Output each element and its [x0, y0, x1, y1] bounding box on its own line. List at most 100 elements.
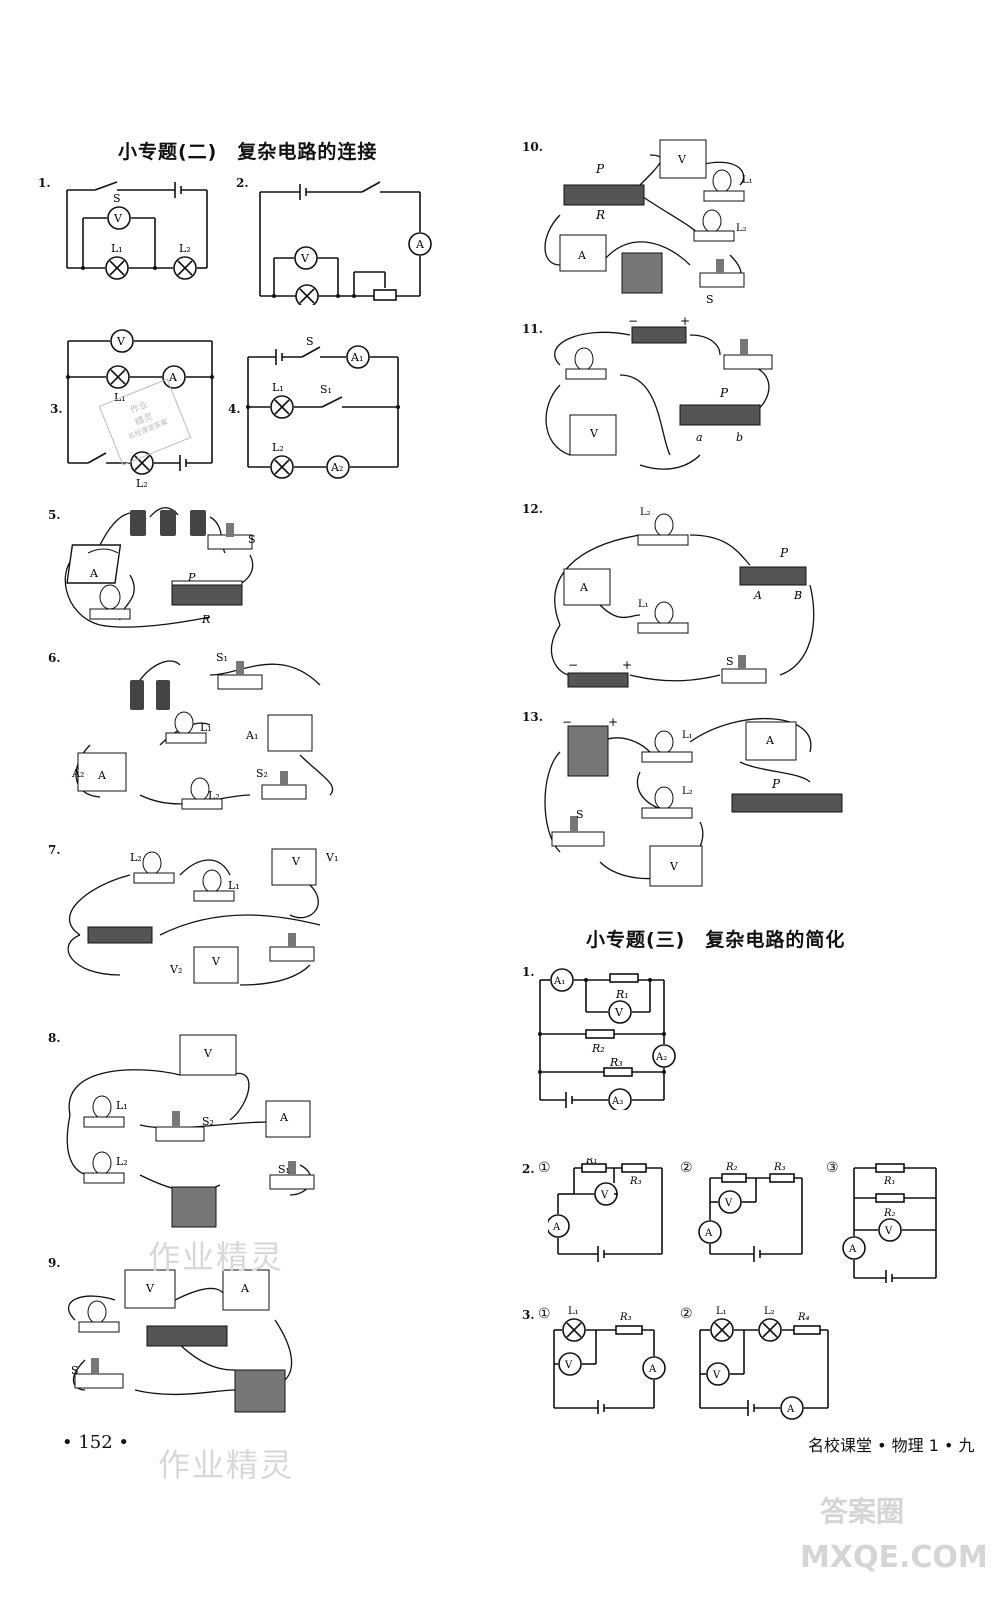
- switch-s-label: S: [306, 335, 314, 348]
- circuit-diagram-3: V A L₁ L₂: [66, 329, 214, 490]
- slider-p-label: P: [771, 777, 781, 791]
- switch-s-label: S: [113, 192, 121, 205]
- voltmeter-label: V: [203, 1047, 213, 1060]
- switch-s2-label: S₂: [202, 1115, 214, 1128]
- circuit-diagram-s3-1: A₁ R₁ V R₂ A₂ R₃ A₃: [538, 968, 676, 1110]
- problem-9-number: 9.: [48, 1256, 61, 1270]
- circuit-diagram-s3-3a: L₁ R₃ V A: [553, 1306, 666, 1414]
- lamp-l2-label: L₂: [640, 507, 651, 518]
- lamp-l1-label: L₁: [638, 599, 649, 610]
- lamp-l2-label: L₂: [130, 851, 142, 864]
- voltmeter-label: V: [600, 1190, 609, 1201]
- problem-13-number: 13.: [522, 710, 543, 724]
- voltmeter-label: V: [113, 212, 123, 225]
- voltmeter-v1-face: V: [291, 855, 301, 868]
- switch-s-label: S: [248, 533, 256, 546]
- ammeter-label: A: [415, 238, 425, 251]
- problem-4-number: 4.: [228, 402, 241, 416]
- switch-s1-label: S₁: [320, 383, 332, 396]
- resistor-r4-label: R₄: [797, 1312, 810, 1323]
- ammeter-label: A: [704, 1228, 713, 1239]
- voltmeter-label: V: [564, 1360, 573, 1371]
- s3-problem-3-number: 3.: [522, 1308, 535, 1322]
- switch-s2-label: S₂: [256, 767, 268, 780]
- voltmeter-label: V: [724, 1198, 733, 1209]
- resistor-r2-label: R₂: [883, 1208, 896, 1219]
- problem-1-number: 1.: [38, 176, 51, 190]
- circuit-diagram-s3-3b: L₁ L₂ R₄ V A: [699, 1306, 829, 1420]
- ammeter-a1-label: A₁: [350, 351, 363, 364]
- problem-8-number: 8.: [48, 1031, 61, 1045]
- voltmeter-label: V: [669, 860, 679, 873]
- voltmeter-label: V: [884, 1226, 893, 1237]
- physical-circuit-12: L₂ L₁ A P A B − + S: [550, 507, 815, 688]
- terminal-a-label: A: [753, 589, 762, 602]
- slider-p-label: P: [719, 386, 729, 400]
- page-number: • 152 •: [62, 1432, 130, 1453]
- problem-5-number: 5.: [48, 508, 61, 522]
- switch-s-label: S: [576, 808, 584, 821]
- resistor-r1-label: R₁: [585, 1158, 598, 1166]
- section-2-title: 小专题(二) 复杂电路的连接: [118, 141, 378, 163]
- lamp-l1-label: L₁: [228, 879, 240, 892]
- resistor-r2-label: R₂: [725, 1162, 738, 1173]
- voltmeter-v2-label: V₂: [169, 963, 182, 976]
- switch-s1-label: S₁: [216, 651, 228, 664]
- voltmeter-label: V: [145, 1282, 155, 1295]
- book-footer: 名校课堂 • 物理 1 • 九: [808, 1436, 975, 1455]
- resistor-r1-label: R₁: [883, 1176, 896, 1187]
- ammeter-a1-label: A₁: [245, 729, 258, 742]
- s3-problem-2-number: 2.: [522, 1162, 535, 1176]
- problem-2-number: 2.: [236, 176, 249, 190]
- lamp-l2-label: L₂: [208, 789, 220, 802]
- lamp-l1-label: L₁: [682, 730, 693, 741]
- battery-plus-label: +: [608, 715, 618, 729]
- rheostat-r-label: R: [595, 208, 605, 222]
- circuit-diagram-s3-2a: R₁ R₃ V A: [548, 1158, 663, 1262]
- voltmeter-label: V: [116, 335, 126, 348]
- circuit-diagram-4: S A₁ L₁ S₁ L₂ A₂: [246, 335, 400, 479]
- ammeter-label: A: [240, 1282, 250, 1295]
- switch-s1-label: S₁: [278, 1163, 290, 1176]
- problem-6-number: 6.: [48, 651, 61, 665]
- voltmeter-label: V: [614, 1006, 624, 1019]
- lamp-l2-label: L₂: [136, 477, 148, 490]
- slider-p-label: P: [595, 162, 605, 176]
- voltmeter-label: V: [300, 252, 310, 265]
- terminal-b-label: b: [736, 431, 743, 444]
- voltmeter-label: V: [712, 1370, 721, 1381]
- ammeter-a2-label: A₂: [71, 767, 84, 780]
- lamp-l2-label: L₂: [736, 223, 747, 234]
- ammeter-label: A: [279, 1111, 289, 1124]
- ammeter-label: A: [577, 249, 587, 262]
- lamp-l1-label: L₁: [716, 1306, 727, 1317]
- terminal-a-label: a: [696, 431, 703, 444]
- watermark-1: 作业精灵: [148, 1238, 285, 1276]
- terminal-b-label: B: [793, 589, 802, 602]
- problem-11-number: 11.: [522, 322, 543, 336]
- site-logo-domain: MXQE.COM: [800, 1540, 988, 1575]
- battery-plus-label: +: [622, 658, 632, 672]
- lamp-l1-label: L₁: [116, 1099, 128, 1112]
- battery-minus-label: −: [568, 658, 578, 672]
- physical-circuit-13: − + L₁ L₂ A P S V: [544, 715, 843, 887]
- lamp-l2-label: L₂: [764, 1306, 775, 1317]
- voltmeter-v1-label: V₁: [325, 851, 338, 864]
- voltmeter-label: V: [677, 153, 687, 166]
- lamp-l2-label: L₂: [682, 786, 693, 797]
- resistor-r2-label: R₂: [591, 1042, 605, 1055]
- lamp-l1-label: L₁: [568, 1306, 579, 1317]
- voltmeter-label: V: [589, 427, 599, 440]
- resistor-r1-label: R₁: [615, 988, 629, 1001]
- switch-s-label: S: [726, 655, 734, 668]
- problem-10-number: 10.: [522, 140, 543, 154]
- physical-circuit-8: V L₁ S₂ A L₂ S₁: [66, 1034, 315, 1228]
- battery-minus-label: −: [562, 715, 572, 729]
- ammeter-label: A: [89, 567, 99, 580]
- rheostat-r-label: R: [201, 613, 210, 626]
- ammeter-label: A: [552, 1222, 561, 1233]
- physical-circuit-11: − + P V a b: [545, 315, 773, 470]
- s3-2-sub-3: ③: [826, 1160, 839, 1176]
- battery-plus-label: +: [680, 315, 690, 328]
- battery-minus-label: −: [628, 315, 638, 328]
